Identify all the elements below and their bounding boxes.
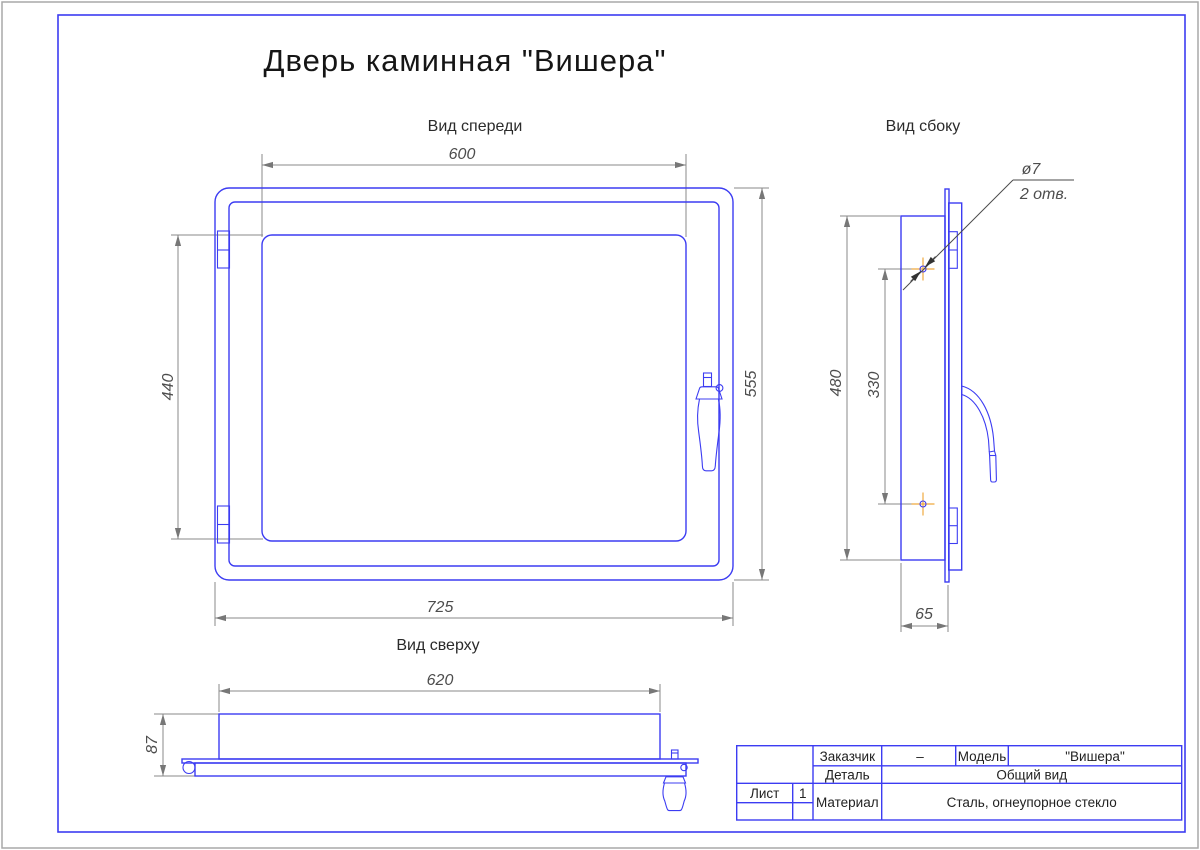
front-handle-grip: [696, 398, 721, 472]
side-view: [900, 188, 997, 583]
dim-front-glass-height: 440: [160, 234, 263, 540]
callout-holes-text: 2 отв.: [1019, 186, 1068, 203]
part-value: Общий вид: [996, 768, 1067, 783]
dim-top-depth: 87: [144, 713, 220, 777]
dim-side-depth: 65: [900, 563, 949, 632]
dim-text-87: 87: [144, 735, 161, 754]
customer-label: Заказчик: [820, 749, 876, 764]
dim-text-65: 65: [915, 606, 933, 623]
material-value: Сталь, огнеупорное стекло: [947, 795, 1117, 810]
drawing-frame: [57, 14, 1186, 833]
callout-diameter-text: ø7: [1022, 161, 1042, 178]
top-latch: [680, 763, 688, 772]
customer-value: –: [916, 749, 924, 764]
front-handle-cap: [695, 386, 723, 400]
hole-callout: ø7 2 отв.: [902, 161, 1074, 291]
front-view: [214, 187, 734, 581]
front-door-leaf: [228, 201, 720, 567]
side-handle: [961, 385, 997, 483]
top-handle-grip: [662, 776, 687, 812]
dim-text-440: 440: [160, 374, 177, 401]
dim-side-frame-height: 480: [828, 215, 900, 561]
top-hinge-barrel: [182, 760, 196, 775]
dim-text-620: 620: [427, 672, 454, 689]
material-label: Материал: [816, 795, 879, 810]
front-hinge-bottom: [216, 505, 231, 544]
sheet-value: 1: [799, 786, 807, 801]
dim-text-480: 480: [828, 370, 845, 397]
front-view-label: Вид спереди: [428, 118, 523, 135]
dim-text-600: 600: [449, 146, 476, 163]
top-view: [181, 713, 699, 812]
side-hole-bottom: [911, 492, 935, 516]
title-block-grid: [736, 745, 1183, 821]
side-handle-tip: [988, 450, 997, 483]
side-hinge-bottom: [948, 507, 958, 545]
dim-top-width: 620: [218, 672, 661, 712]
title-block: Заказчик – Модель "Вишера" Деталь Общий …: [736, 745, 1183, 821]
part-label: Деталь: [825, 768, 870, 783]
side-hole-top: [911, 257, 935, 281]
dim-side-hole-spacing: 330: [866, 268, 916, 505]
model-label: Модель: [958, 749, 1006, 764]
front-outer-frame: [214, 187, 734, 581]
dim-text-330: 330: [866, 372, 883, 399]
front-glass: [261, 234, 687, 542]
sheet-label: Лист: [750, 786, 779, 801]
front-handle: [695, 372, 724, 472]
front-hinge-top: [216, 230, 231, 269]
drawing-title: Дверь каминная "Вишера": [264, 43, 667, 78]
dim-text-555: 555: [743, 371, 760, 398]
dim-front-glass-width: 600: [261, 146, 687, 237]
top-handle-pin: [670, 749, 679, 760]
model-value: "Вишера": [1065, 749, 1125, 764]
side-view-label: Вид сбоку: [886, 118, 961, 135]
dim-front-door-width: 725: [214, 582, 734, 626]
dim-front-door-height: 555: [734, 187, 769, 581]
top-view-label: Вид сверху: [396, 637, 479, 654]
dim-text-725: 725: [427, 599, 454, 616]
side-hinge-top: [948, 231, 958, 269]
